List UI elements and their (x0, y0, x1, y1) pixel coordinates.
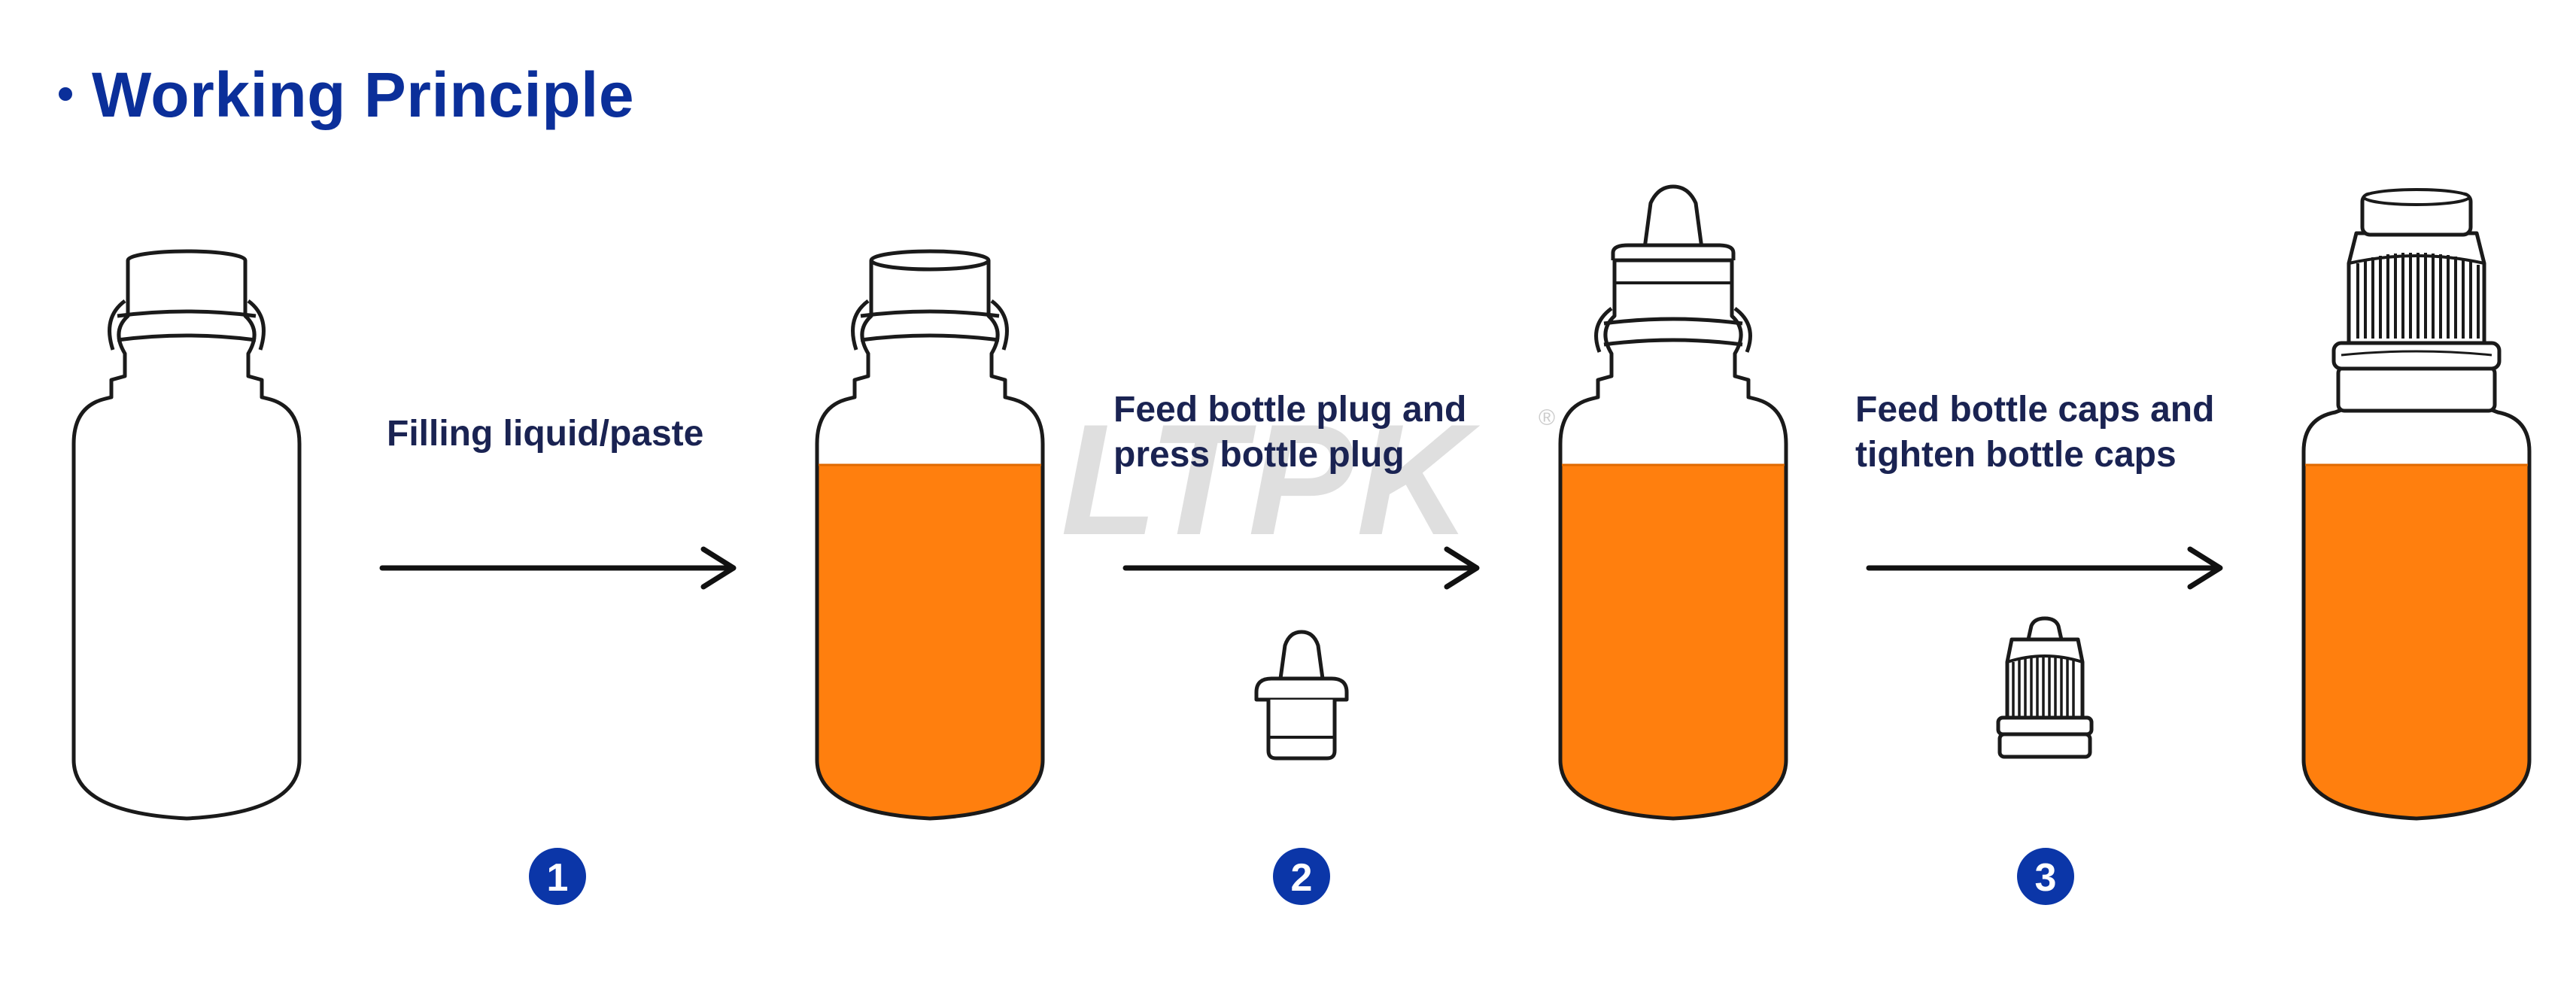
empty-bottle-icon (71, 249, 302, 821)
step-1-label: Filling liquid/paste (387, 414, 703, 454)
capped-bottle-icon (2301, 188, 2532, 821)
step-2-badge: 2 (1273, 848, 1330, 905)
step-2-number: 2 (1291, 856, 1313, 900)
page-title-text: Working Principle (92, 59, 635, 130)
step-2-label-line-2: press bottle plug (1113, 435, 1405, 475)
step-3-label-line-2: tighten bottle caps (1855, 435, 2177, 475)
step-3-label-line-1: Feed bottle caps and (1855, 390, 2214, 430)
arrow-right-icon (379, 546, 737, 590)
arrow-right-icon (1866, 546, 2223, 590)
watermark-registered-mark: ® (1539, 405, 1555, 430)
plugged-bottle-icon (1558, 184, 1788, 821)
title-bullet (59, 87, 72, 101)
arrow-right-icon (1122, 546, 1480, 590)
step-2-label-line-1: Feed bottle plug and (1113, 390, 1466, 430)
bottle-cap-icon (1996, 616, 2094, 759)
filled-bottle-icon (815, 249, 1045, 821)
step-3-number: 3 (2035, 856, 2057, 900)
watermark-text: LTPK (1061, 391, 1481, 568)
step-1-number: 1 (547, 856, 569, 900)
step-1-badge: 1 (529, 848, 586, 905)
page-title: Working Principle (59, 63, 634, 126)
bottle-plug-icon (1254, 630, 1349, 761)
step-3-badge: 3 (2017, 848, 2074, 905)
